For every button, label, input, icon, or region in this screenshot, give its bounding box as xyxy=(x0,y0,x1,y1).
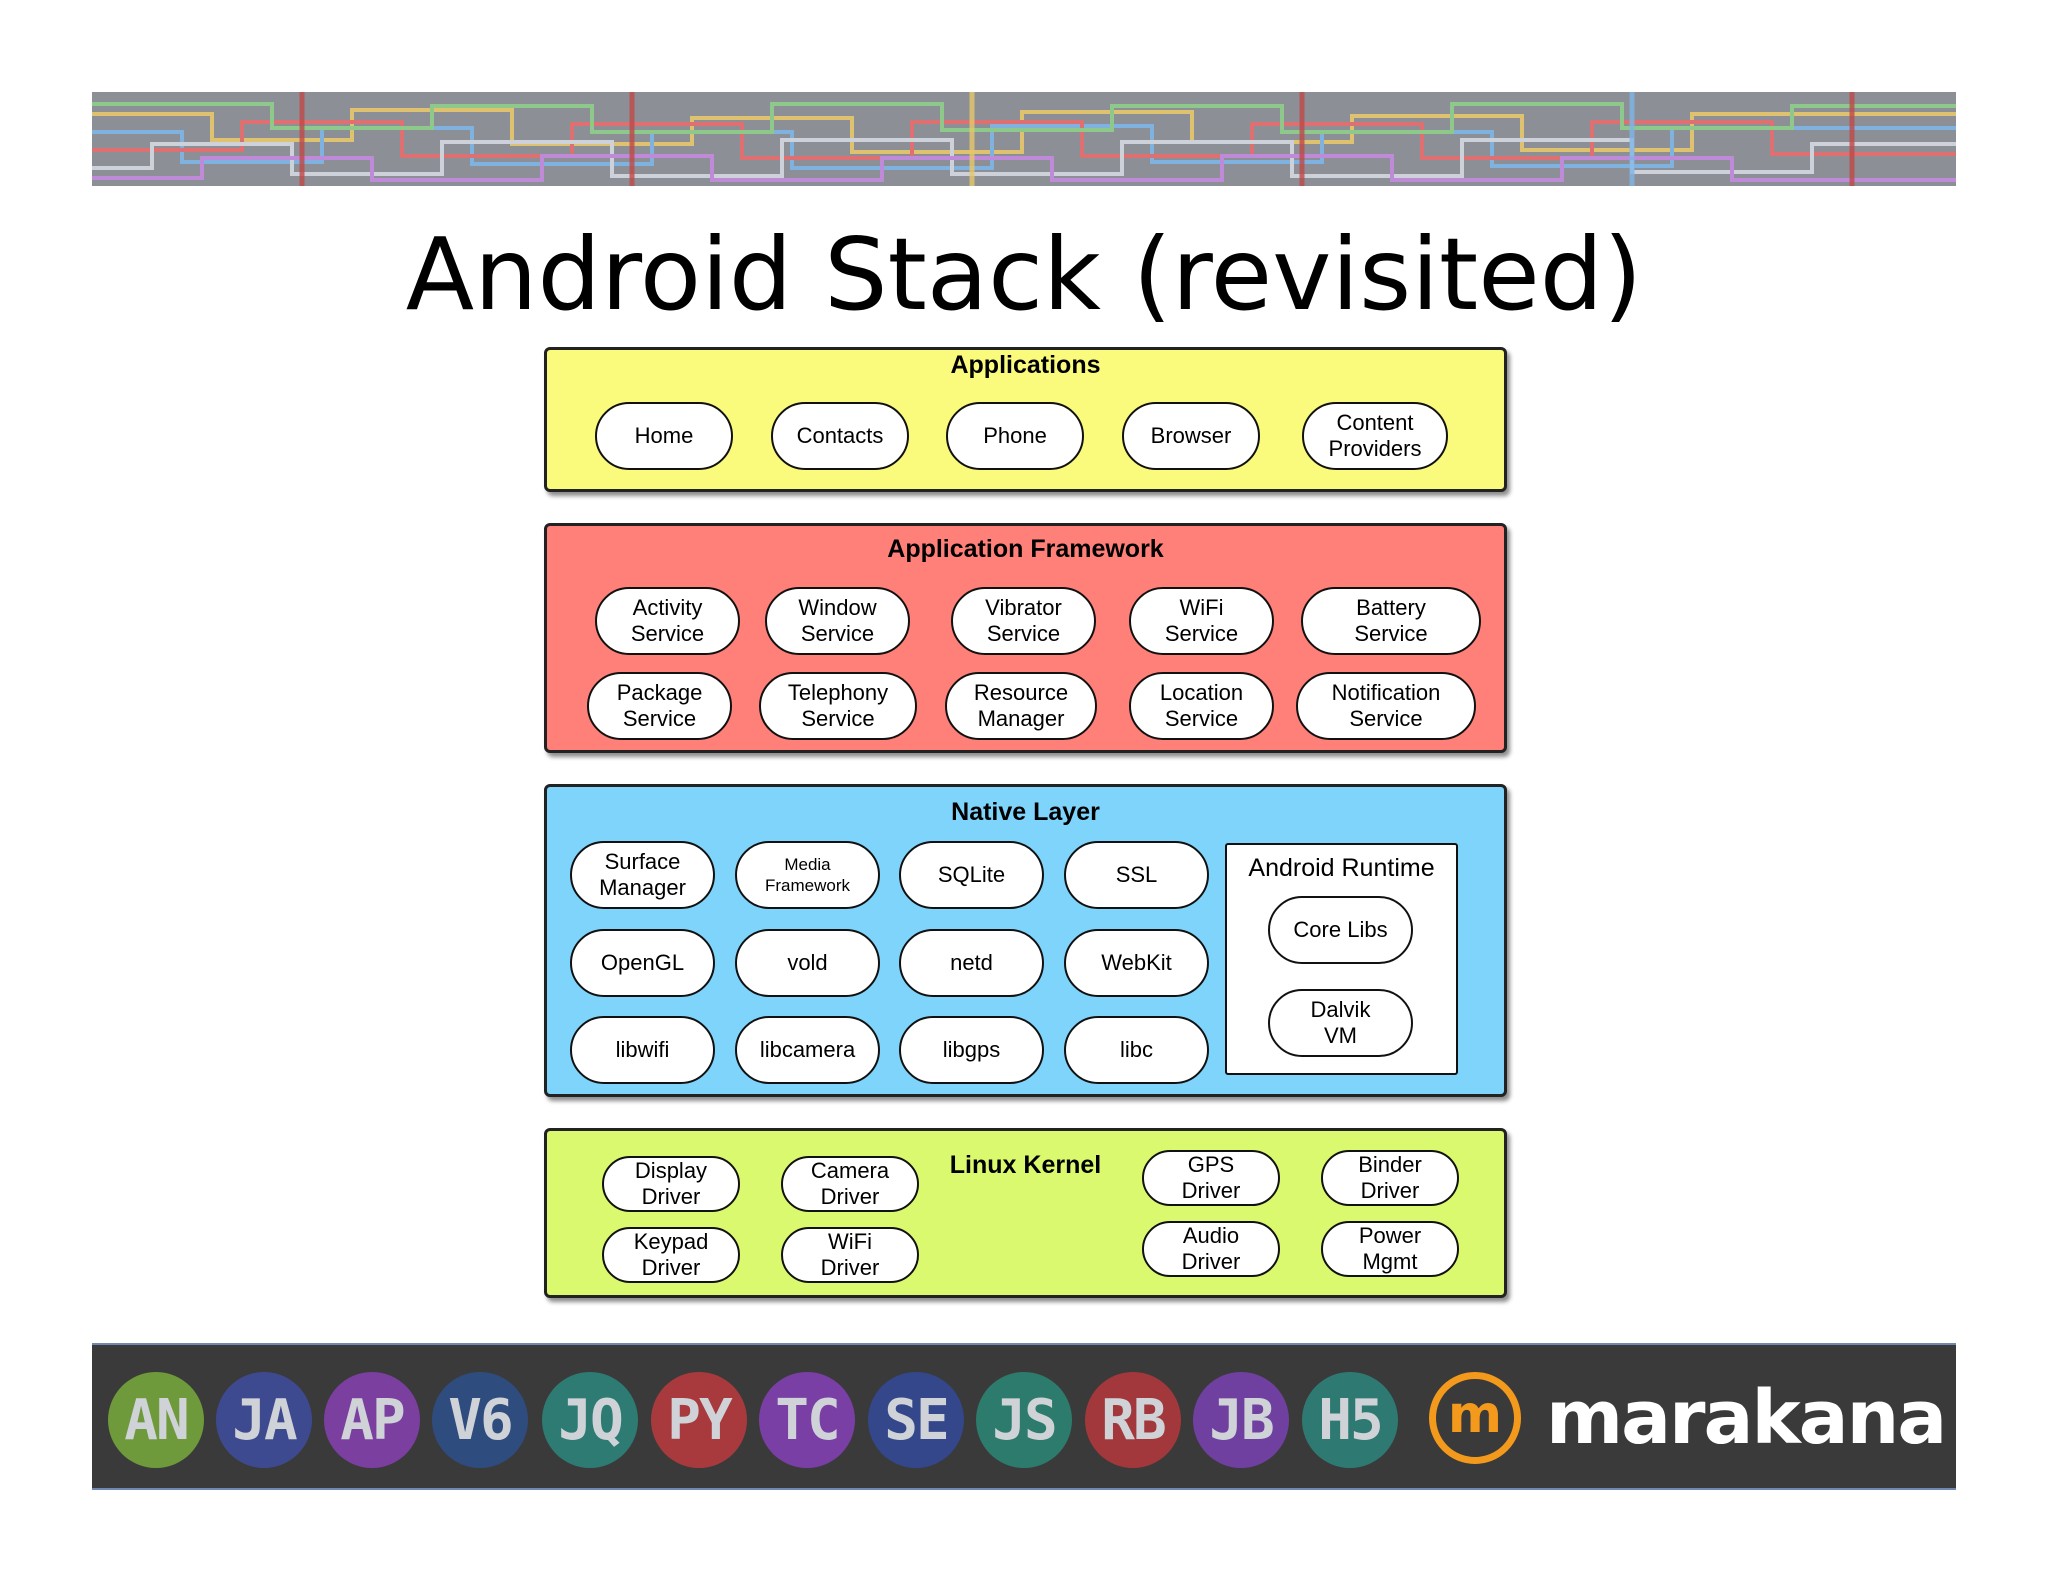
framework-resource-manager[interactable]: Resource Manager xyxy=(945,672,1097,740)
kernel-binder-driver[interactable]: Binder Driver xyxy=(1321,1150,1459,1206)
marakana-logo-letter: m xyxy=(1447,1385,1503,1445)
badge-h5[interactable]: H5 xyxy=(1302,1372,1398,1468)
framework-window-service[interactable]: Window Service xyxy=(765,587,910,655)
badge-an[interactable]: AN xyxy=(108,1372,204,1468)
native-sqlite[interactable]: SQLite xyxy=(899,841,1044,909)
native-ssl[interactable]: SSL xyxy=(1064,841,1209,909)
badge-jb[interactable]: JB xyxy=(1193,1372,1289,1468)
kernel-display-driver[interactable]: Display Driver xyxy=(602,1156,740,1212)
badge-jq[interactable]: JQ xyxy=(542,1372,638,1468)
native-layer-title: Native Layer xyxy=(951,798,1100,826)
badge-tc[interactable]: TC xyxy=(759,1372,855,1468)
native-netd[interactable]: netd xyxy=(899,929,1044,997)
marakana-wordmark[interactable]: marakana xyxy=(1546,1375,1947,1461)
native-webkit[interactable]: WebKit xyxy=(1064,929,1209,997)
framework-activity-service[interactable]: Activity Service xyxy=(595,587,740,655)
app-content-providers[interactable]: Content Providers xyxy=(1302,402,1448,470)
native-libcamera[interactable]: libcamera xyxy=(735,1016,880,1084)
linux-kernel-layer: Linux Kernel Display Driver Camera Drive… xyxy=(544,1128,1507,1298)
framework-package-service[interactable]: Package Service xyxy=(587,672,732,740)
footer-banner: AN JA AP V6 JQ PY TC SE JS RB JB H5 m ma… xyxy=(92,1343,1956,1490)
app-phone[interactable]: Phone xyxy=(946,402,1084,470)
runtime-core-libs[interactable]: Core Libs xyxy=(1268,896,1413,964)
native-libwifi[interactable]: libwifi xyxy=(570,1016,715,1084)
framework-layer-title: Application Framework xyxy=(887,535,1164,563)
kernel-wifi-driver[interactable]: WiFi Driver xyxy=(781,1227,919,1283)
framework-location-service[interactable]: Location Service xyxy=(1129,672,1274,740)
badge-js[interactable]: JS xyxy=(976,1372,1072,1468)
native-libc[interactable]: libc xyxy=(1064,1016,1209,1084)
framework-wifi-service[interactable]: WiFi Service xyxy=(1129,587,1274,655)
framework-telephony-service[interactable]: Telephony Service xyxy=(759,672,917,740)
android-runtime-title: Android Runtime xyxy=(1248,854,1435,882)
kernel-layer-title: Linux Kernel xyxy=(949,1151,1102,1179)
native-vold[interactable]: vold xyxy=(735,929,880,997)
applications-layer: Applications Home Contacts Phone Browser… xyxy=(544,347,1507,492)
native-media-framework[interactable]: Media Framework xyxy=(735,841,880,909)
badge-ap[interactable]: AP xyxy=(324,1372,420,1468)
native-libgps[interactable]: libgps xyxy=(899,1016,1044,1084)
header-banner-image xyxy=(92,92,1956,186)
app-home[interactable]: Home xyxy=(595,402,733,470)
application-framework-layer: Application Framework Activity Service W… xyxy=(544,523,1507,753)
badge-se[interactable]: SE xyxy=(868,1372,964,1468)
runtime-dalvik-vm[interactable]: Dalvik VM xyxy=(1268,989,1413,1057)
kernel-power-mgmt[interactable]: Power Mgmt xyxy=(1321,1221,1459,1277)
native-surface-manager[interactable]: Surface Manager xyxy=(570,841,715,909)
badge-ja[interactable]: JA xyxy=(216,1372,312,1468)
badge-v6[interactable]: V6 xyxy=(432,1372,528,1468)
framework-battery-service[interactable]: Battery Service xyxy=(1301,587,1481,655)
app-browser[interactable]: Browser xyxy=(1122,402,1260,470)
android-runtime-box: Android Runtime Core Libs Dalvik VM xyxy=(1225,843,1458,1075)
framework-notification-service[interactable]: Notification Service xyxy=(1296,672,1476,740)
kernel-camera-driver[interactable]: Camera Driver xyxy=(781,1156,919,1212)
kernel-audio-driver[interactable]: Audio Driver xyxy=(1142,1221,1280,1277)
marakana-logo-icon[interactable]: m xyxy=(1429,1372,1521,1464)
framework-vibrator-service[interactable]: Vibrator Service xyxy=(951,587,1096,655)
native-opengl[interactable]: OpenGL xyxy=(570,929,715,997)
slide-title: Android Stack (revisited) xyxy=(405,216,1643,333)
app-contacts[interactable]: Contacts xyxy=(771,402,909,470)
badge-py[interactable]: PY xyxy=(651,1372,747,1468)
badge-rb[interactable]: RB xyxy=(1085,1372,1181,1468)
kernel-keypad-driver[interactable]: Keypad Driver xyxy=(602,1227,740,1283)
kernel-gps-driver[interactable]: GPS Driver xyxy=(1142,1150,1280,1206)
applications-layer-title: Applications xyxy=(950,351,1101,379)
